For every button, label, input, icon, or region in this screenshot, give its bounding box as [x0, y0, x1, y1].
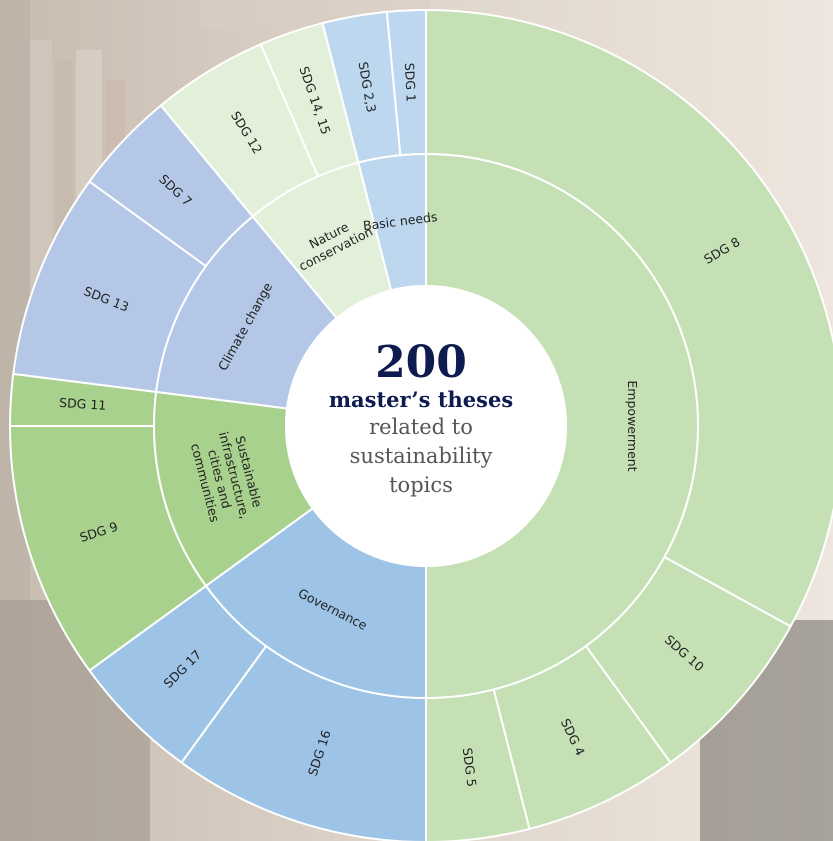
outer-label-sdg-11: SDG 11: [59, 395, 107, 413]
outer-label-sdg-1: SDG 1: [402, 62, 419, 102]
center-circle: [285, 285, 567, 567]
inner-label-sustainable-infrastructure-cities-and-communities: Sustainableinfrastructure,cities andcomm…: [187, 426, 267, 527]
outer-label-sdg-5: SDG 5: [460, 747, 480, 788]
inner-label-empowerment: Empowerment: [625, 380, 640, 471]
inner-ring: EmpowermentGovernanceSustainableinfrastr…: [153, 152, 699, 700]
